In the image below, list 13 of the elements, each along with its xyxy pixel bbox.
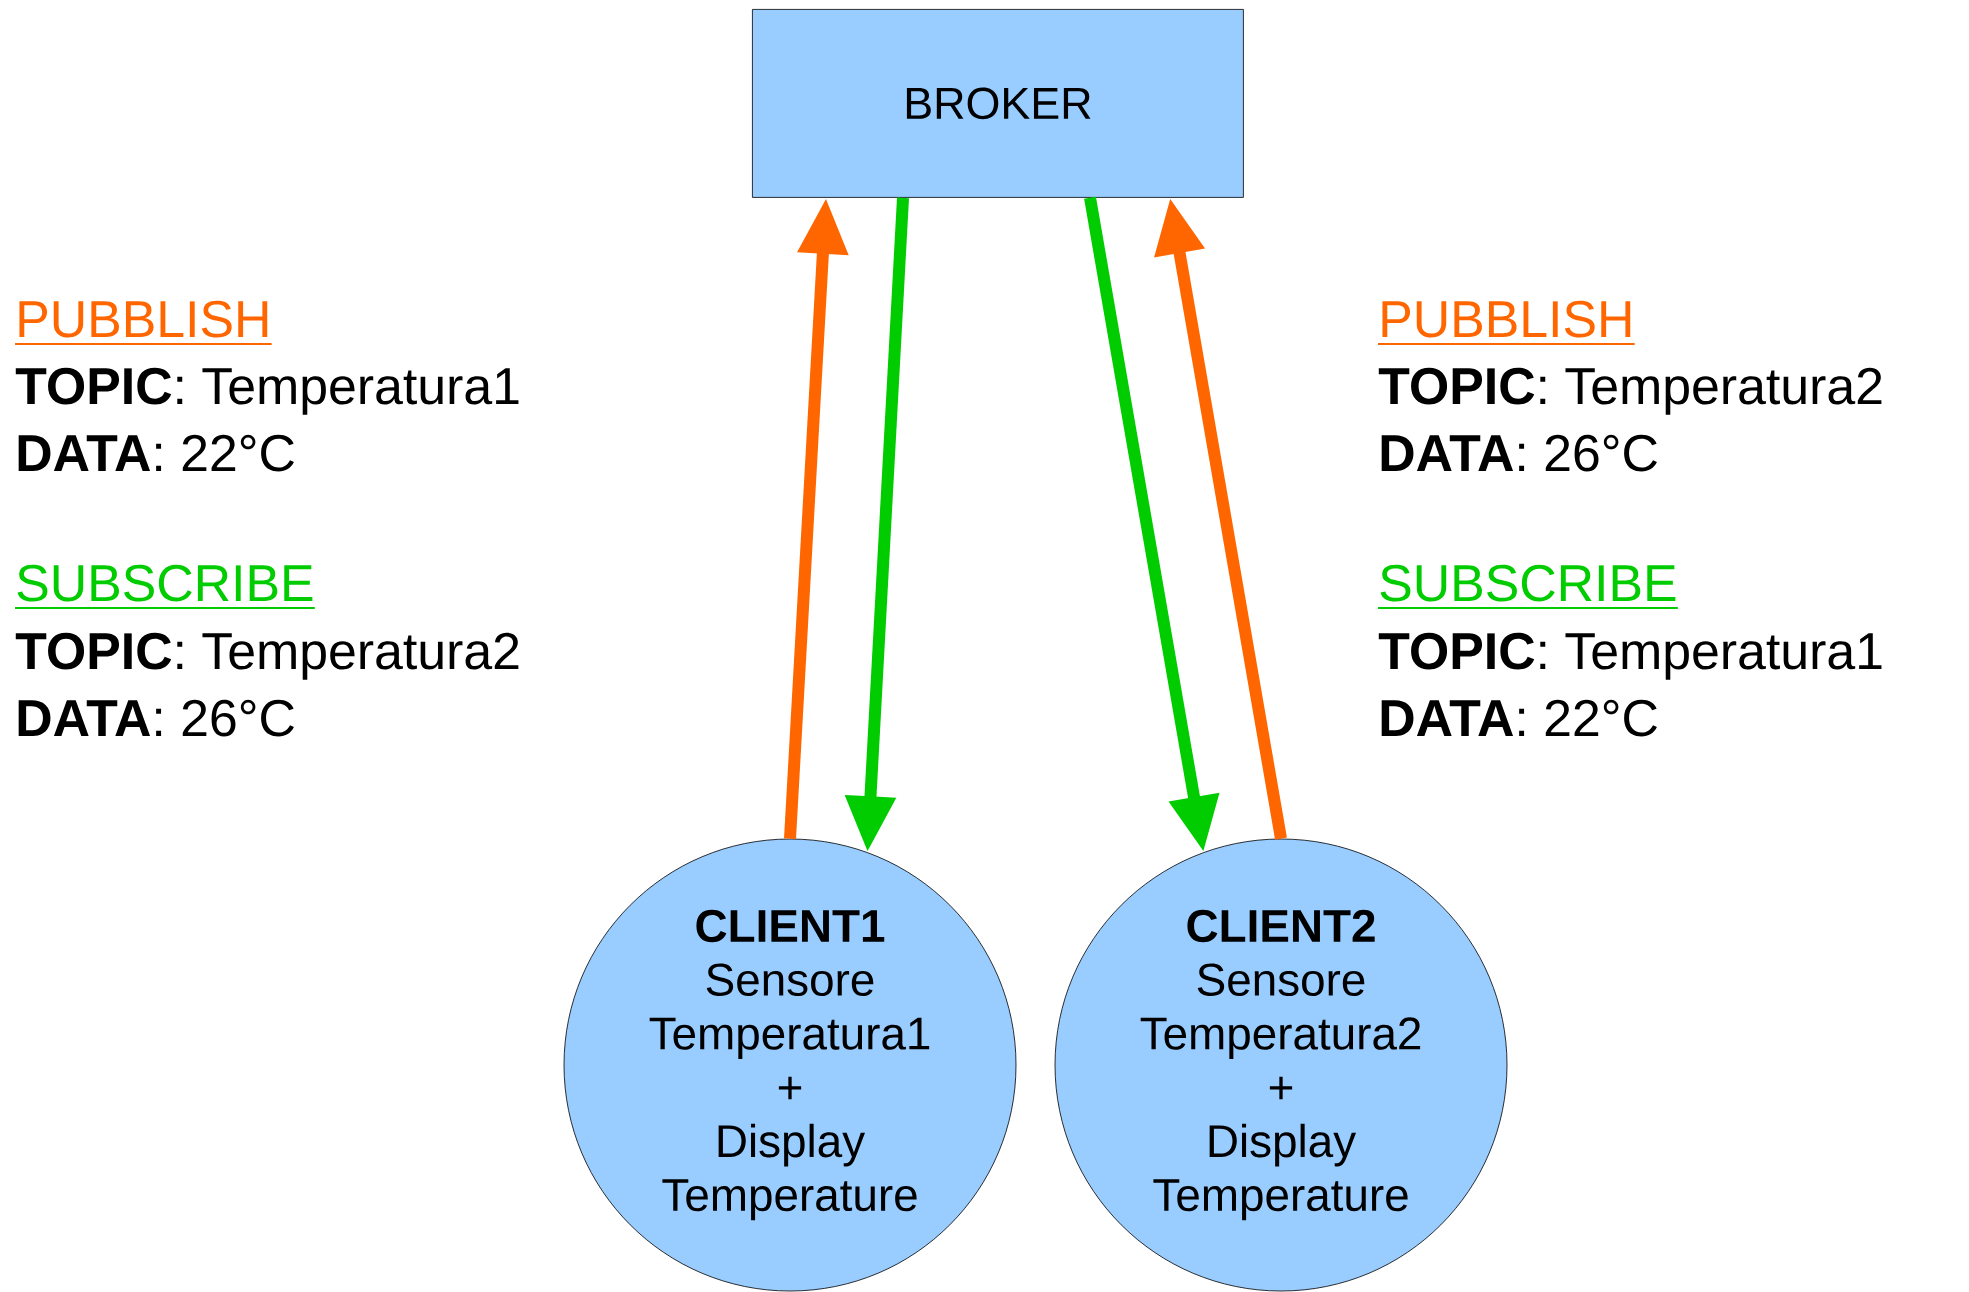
heading: PUBBLISH bbox=[14, 300, 273, 345]
heading: PUBBLISH bbox=[1377, 300, 1636, 345]
topic-text: TOPIC: Temperatura2 bbox=[15, 632, 519, 680]
topic-text: DATA: 26°C bbox=[18, 699, 294, 737]
topic-text: TOPIC: Temperatura1 bbox=[1378, 632, 1882, 680]
topic-text: DATA: 22°C bbox=[18, 434, 294, 472]
topic-text: DATA: 26°C bbox=[1381, 434, 1657, 472]
heading: SUBSCRIBE bbox=[1377, 564, 1679, 609]
topic-text: TOPIC: Temperatura2 bbox=[1378, 367, 1882, 415]
broker-box: BROKER bbox=[752, 9, 1244, 198]
topic-text: TOPIC: Temperatura1 bbox=[15, 367, 519, 415]
heading: SUBSCRIBE bbox=[14, 564, 316, 609]
topic-text: DATA: 22°C bbox=[1381, 699, 1657, 737]
